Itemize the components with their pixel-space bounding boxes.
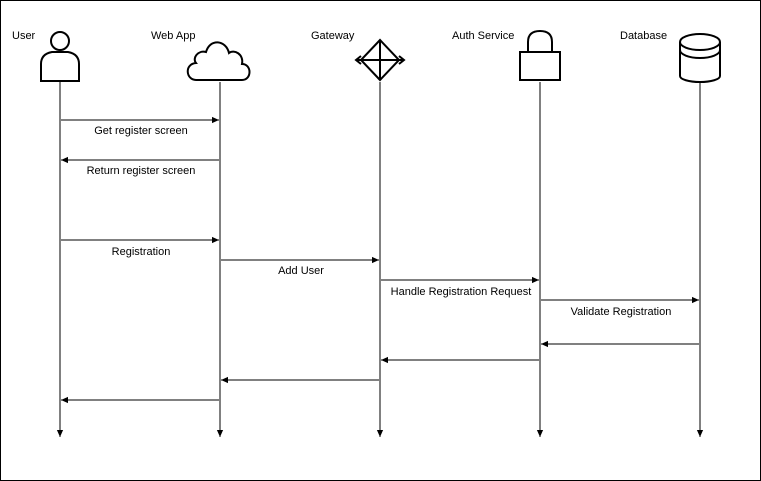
participant-label-user: User <box>12 30 36 42</box>
database-icon <box>679 33 721 83</box>
message-label-4: Add User <box>278 265 324 277</box>
participant-label-gateway: Gateway <box>311 30 355 42</box>
user-icon <box>40 31 80 82</box>
message-label-1: Get register screen <box>94 125 188 137</box>
cloud-icon <box>186 41 251 81</box>
participant-label-auth: Auth Service <box>452 30 514 42</box>
participant-label-db: Database <box>620 30 667 42</box>
lock-icon <box>519 29 561 81</box>
message-label-2: Return register screen <box>87 165 196 177</box>
message-label-6: Validate Registration <box>571 306 672 318</box>
message-label-5: Handle Registration Request <box>391 286 532 298</box>
participant-label-webapp: Web App <box>151 30 195 42</box>
gateway-icon <box>354 38 406 82</box>
message-label-3: Registration <box>112 246 171 258</box>
